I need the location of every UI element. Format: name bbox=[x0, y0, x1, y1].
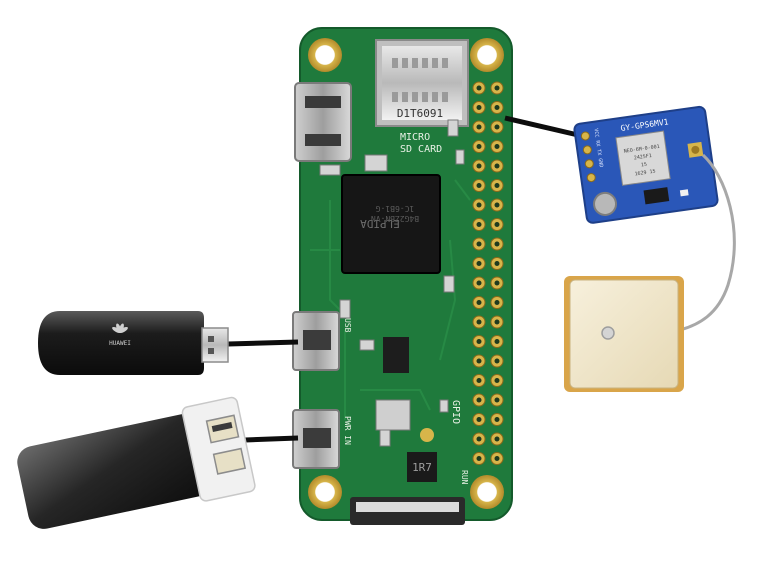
gps-patch-antenna bbox=[564, 276, 684, 392]
gpio-pin-drill bbox=[494, 241, 500, 247]
pwr-label: PWR IN bbox=[343, 416, 352, 445]
gps-module: VCC RX TX GND GY-GPS6MV1 NEO-6M-0-001 24… bbox=[573, 105, 719, 224]
mount-hole-top-right bbox=[470, 38, 504, 72]
gpio-pin-drill bbox=[494, 105, 500, 110]
gpio-pin-drill bbox=[476, 339, 482, 344]
gpio-pin-drill bbox=[494, 358, 500, 364]
soc-ram-chip: ELPIDA B4G2ZBN-VN 1C-6B1-G bbox=[341, 174, 441, 274]
gpio-pin-drill bbox=[476, 300, 482, 305]
gps-led bbox=[679, 189, 689, 197]
power-bank-cap bbox=[181, 396, 256, 502]
ram-code-label-1: B4G2ZBN-VN bbox=[371, 214, 419, 223]
gpio-pin-drill bbox=[494, 144, 500, 149]
gpio-pin-drill bbox=[476, 261, 482, 266]
gps-chip-label-1: NEO-6M-0-001 bbox=[623, 144, 660, 155]
gps-pin-holes bbox=[580, 131, 596, 183]
gpio-pin-drill bbox=[476, 144, 482, 149]
micro-usb-otg-port bbox=[292, 311, 340, 371]
gps-chip-label-4: 1629 15 bbox=[634, 169, 656, 178]
gps-chip-label-3: 15 bbox=[641, 162, 648, 169]
gpio-pin-drill bbox=[494, 261, 500, 266]
gpio-pin-drill bbox=[494, 183, 500, 188]
raspberry-pi-zero-board: D1T6091 MICRO SD CARD ELPIDA B4G2ZBN-VN bbox=[292, 27, 513, 525]
gpio-pin-drill bbox=[476, 378, 482, 383]
gpio-pin-drill bbox=[476, 280, 482, 286]
gpio-pin-drill bbox=[494, 397, 500, 403]
gpio-pin-drill bbox=[476, 241, 482, 247]
mount-hole-bottom-left bbox=[308, 475, 342, 509]
gpio-pin-drill bbox=[494, 280, 500, 286]
gpio-pin-drill bbox=[494, 300, 500, 305]
power-bank-body bbox=[17, 411, 225, 529]
sd-code-label: D1T6091 bbox=[397, 107, 443, 120]
run-label: RUN bbox=[460, 470, 469, 485]
cap-chip bbox=[375, 399, 411, 431]
gpio-pin-drill bbox=[494, 319, 500, 325]
usb-modem: HUAWEI bbox=[38, 311, 229, 375]
mount-hole-bottom-right bbox=[470, 475, 504, 509]
gpio-pin-drill bbox=[476, 436, 482, 442]
gpio-pin-drill bbox=[494, 85, 500, 91]
small-ic bbox=[383, 337, 409, 373]
wire-gps-to-gpio bbox=[504, 115, 579, 138]
gpio-label: GPIO bbox=[450, 400, 461, 424]
gpio-pin-drill bbox=[476, 183, 482, 188]
microsd-slot: D1T6091 bbox=[375, 39, 469, 127]
gpio-pin-drill bbox=[476, 319, 482, 325]
gpio-pin-drill bbox=[476, 358, 482, 364]
antenna-feed-point bbox=[601, 326, 615, 340]
modem-usb-plug bbox=[201, 327, 229, 363]
gpio-pin-drill bbox=[494, 163, 500, 169]
gpio-pin-drill bbox=[476, 456, 482, 461]
gpio-header bbox=[472, 81, 504, 465]
gps-battery bbox=[593, 191, 618, 216]
power-bank-usb-port-2 bbox=[212, 447, 247, 475]
gpio-pin-drill bbox=[494, 202, 500, 208]
gpio-pin-drill bbox=[494, 339, 500, 344]
gpio-pin-drill bbox=[476, 397, 482, 403]
inductor-label: 1R7 bbox=[412, 461, 432, 474]
gps-pins-label: VCC RX TX GND bbox=[592, 128, 603, 168]
gpio-pin-drill bbox=[494, 222, 500, 227]
ram-code-label-2: 1C-6B1-G bbox=[376, 204, 415, 213]
modem-body bbox=[38, 311, 204, 375]
gpio-pin-drill bbox=[494, 124, 500, 130]
mount-hole-top-left bbox=[308, 38, 342, 72]
gps-ufl-connector bbox=[687, 141, 704, 158]
micro-usb-power-port bbox=[292, 409, 340, 469]
power-bank bbox=[17, 396, 256, 529]
camera-connector bbox=[350, 497, 465, 525]
modem-brand-label: HUAWEI bbox=[109, 340, 131, 347]
gpio-pin-drill bbox=[494, 378, 500, 383]
huawei-logo-icon bbox=[112, 323, 128, 334]
wires bbox=[227, 115, 579, 443]
ram-brand-label: ELPIDA bbox=[360, 217, 400, 230]
sd-label-line-2: SD CARD bbox=[400, 144, 442, 155]
sd-label-line-1: MICRO bbox=[400, 132, 430, 143]
gps-chip-label-2: 2425F1 bbox=[634, 153, 653, 161]
gpio-pin-drill bbox=[476, 222, 482, 227]
gpio-pin-drill bbox=[476, 202, 482, 208]
mini-hdmi-port bbox=[294, 82, 352, 162]
gps-regulator bbox=[643, 187, 670, 205]
gpio-pin-drill bbox=[476, 85, 482, 91]
gpio-pin-drill bbox=[476, 124, 482, 130]
gpio-pin-drill bbox=[494, 456, 500, 461]
gpio-pin-drill bbox=[494, 436, 500, 442]
inductor bbox=[407, 452, 437, 482]
wire-powerbank-to-pwr bbox=[244, 435, 299, 443]
gpio-pin-drill bbox=[476, 105, 482, 110]
usb-label: USB bbox=[343, 318, 352, 333]
antenna-cable bbox=[679, 153, 736, 332]
wire-modem-to-usb bbox=[227, 339, 299, 347]
test-pad bbox=[420, 428, 434, 442]
gpio-pin-drill bbox=[476, 417, 482, 422]
gps-chip bbox=[615, 130, 671, 186]
gpio-pin-drill bbox=[494, 417, 500, 422]
gpio-pin-drill bbox=[476, 163, 482, 169]
